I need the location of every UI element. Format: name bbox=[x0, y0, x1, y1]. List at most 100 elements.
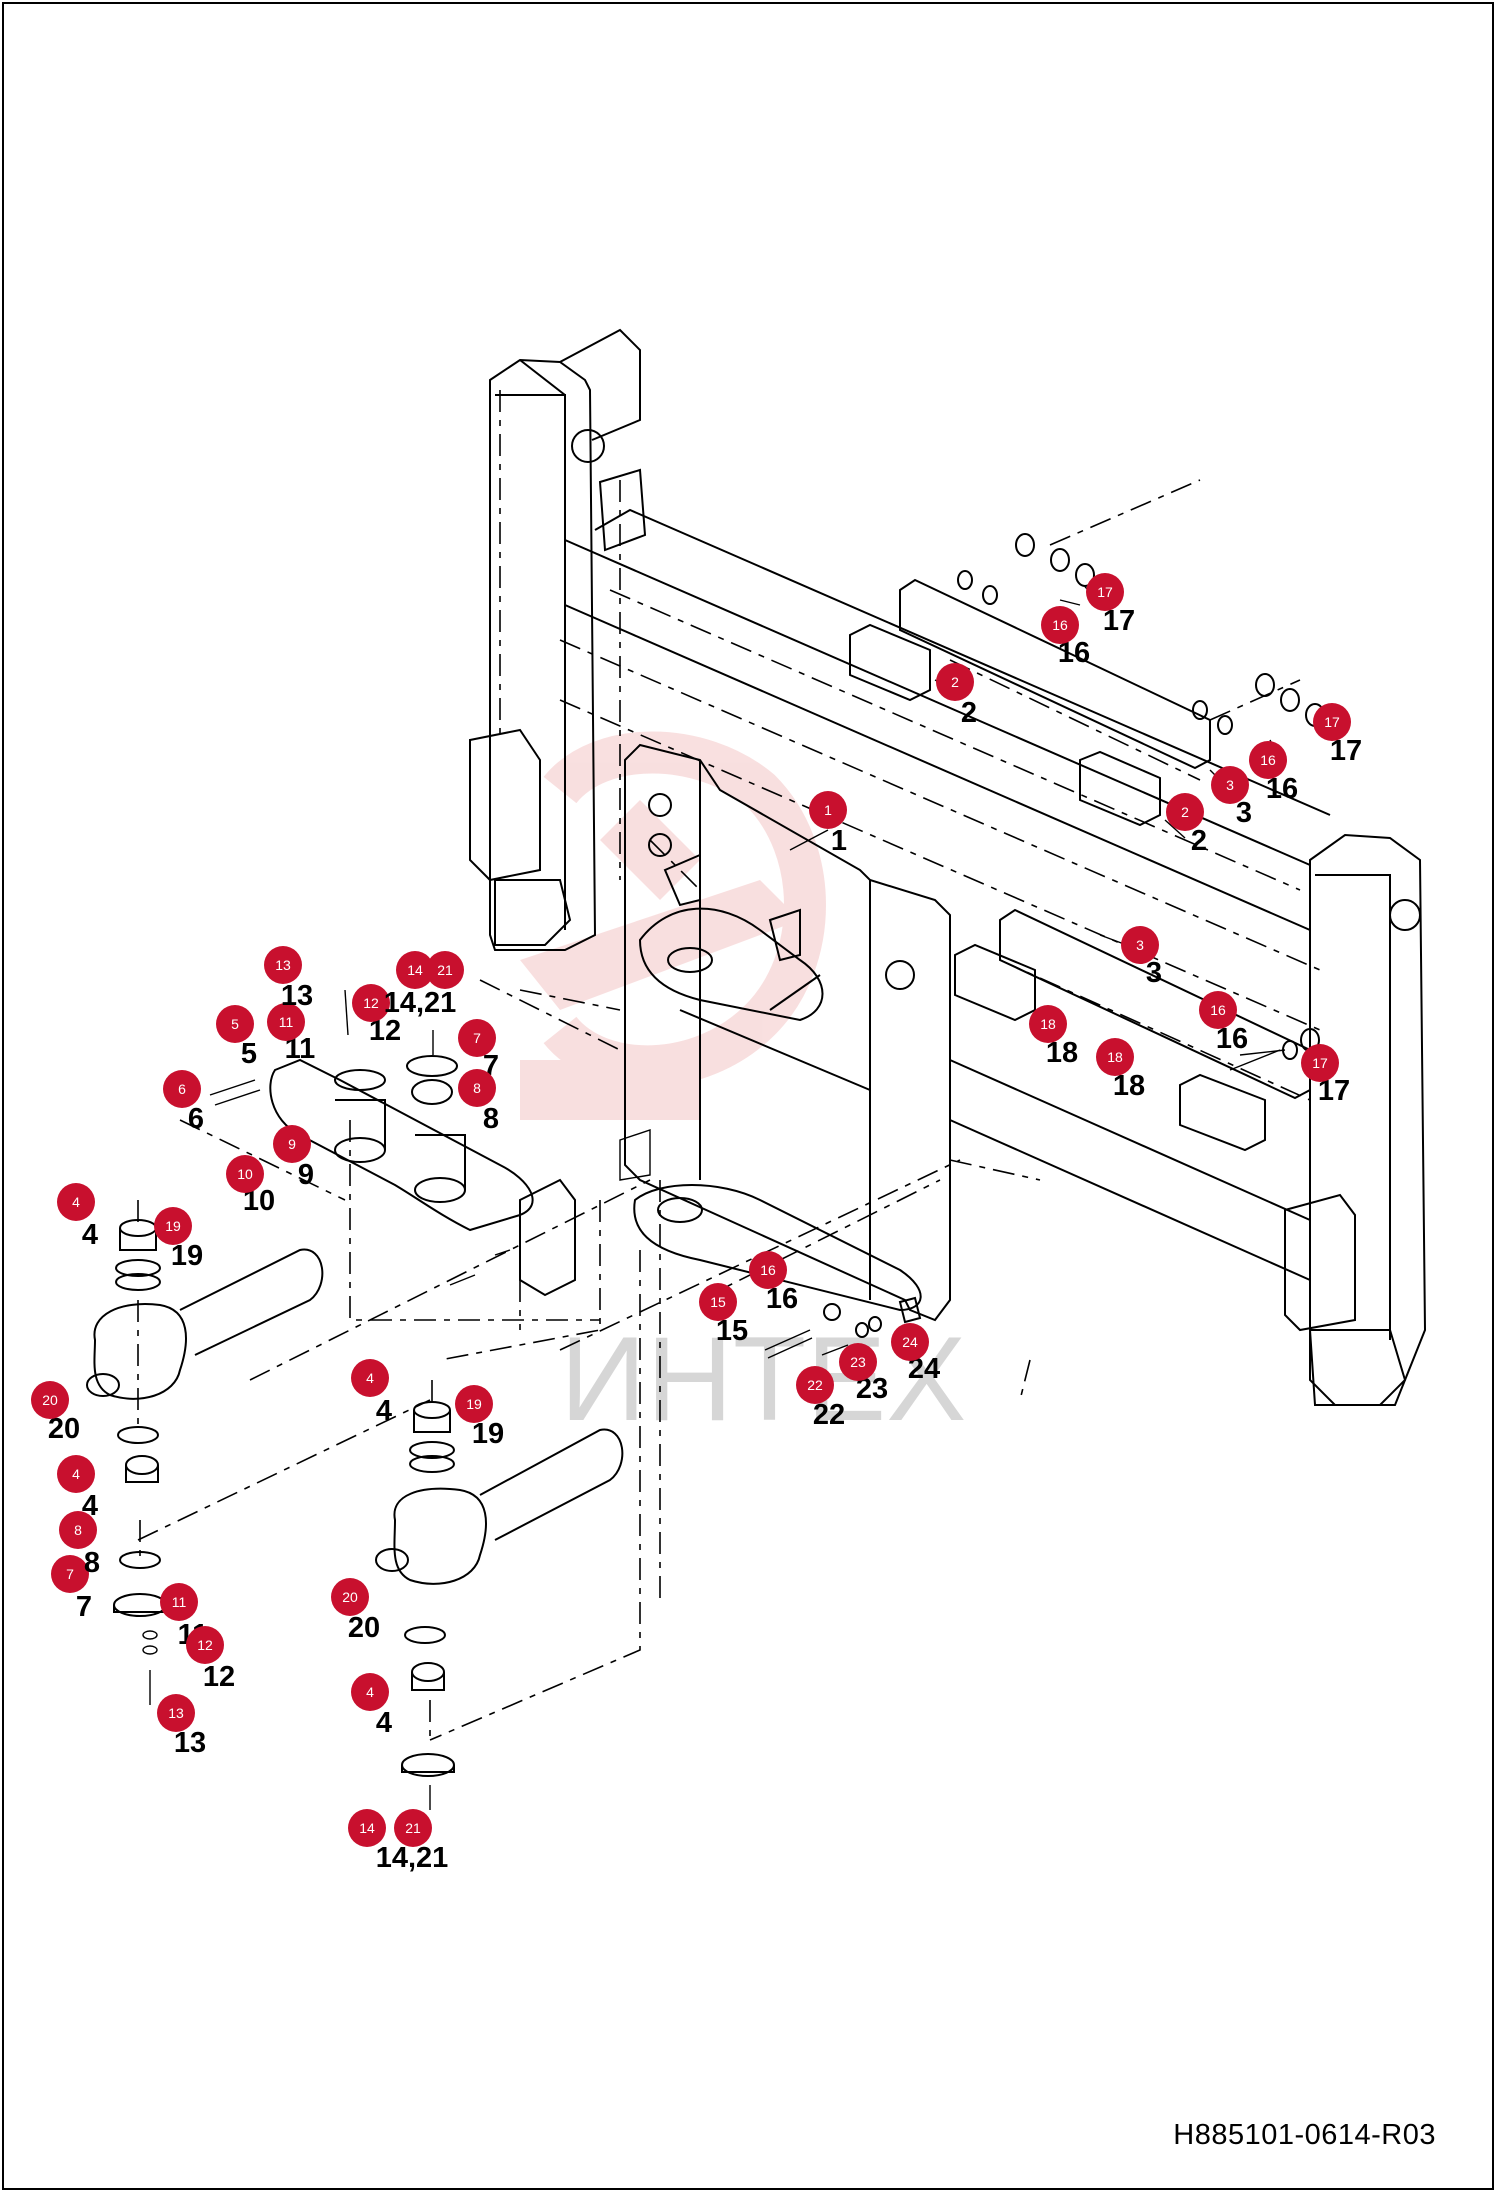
callout-badge-c16d-number: 16 bbox=[1210, 1002, 1226, 1018]
callout-badge-c15-number: 15 bbox=[710, 1294, 726, 1310]
callout-label-c13b: 13 bbox=[174, 1727, 206, 1759]
callout-badge-c4d-circle bbox=[351, 1673, 389, 1711]
callout-badge-c12b-number: 12 bbox=[197, 1637, 213, 1653]
callout-badge-c16a-circle bbox=[749, 1251, 787, 1289]
callout-badge2-c1421b-number: 21 bbox=[405, 1820, 421, 1836]
callout-badge-c20b-number: 20 bbox=[342, 1589, 358, 1605]
callout-badge-c3a-circle bbox=[1211, 766, 1249, 804]
callout-badge-c4b: 4 bbox=[351, 1359, 389, 1397]
right-mast-column bbox=[1284, 833, 1427, 1406]
callout-badge-c19b-circle bbox=[455, 1385, 493, 1423]
callout-badge-c13b-number: 13 bbox=[168, 1705, 184, 1721]
callout-badge-c2a: 2 bbox=[936, 663, 974, 701]
callout-badge-c13b-circle bbox=[157, 1694, 195, 1732]
callout-badge-c4a: 4 bbox=[57, 1183, 95, 1221]
callout-badge-c18a-circle bbox=[1029, 1005, 1067, 1043]
callout-label-c4a: 4 bbox=[82, 1219, 98, 1251]
callout-badge-c22: 22 bbox=[796, 1366, 834, 1404]
callout-label-c22: 22 bbox=[813, 1399, 845, 1431]
callout-label-c2b: 2 bbox=[1191, 825, 1207, 857]
callout-label-c8a: 8 bbox=[483, 1103, 499, 1135]
callout-badge-c15: 15 bbox=[699, 1283, 737, 1321]
callout-badge-c9-number: 9 bbox=[288, 1136, 296, 1152]
callout-badge-c6-circle bbox=[163, 1070, 201, 1108]
callout-badge-c18b-circle bbox=[1096, 1038, 1134, 1076]
callout-badge-c7b: 7 bbox=[51, 1555, 89, 1593]
callout-badge-c20b: 20 bbox=[331, 1578, 369, 1616]
callout-badge-c16c-number: 16 bbox=[1260, 752, 1276, 768]
callout-label-c1: 1 bbox=[831, 825, 847, 857]
callout-badge-c22-circle bbox=[796, 1366, 834, 1404]
callout-badge-c12a-circle bbox=[352, 984, 390, 1022]
callout-label-c3b: 3 bbox=[1146, 957, 1162, 989]
callout-badge2-c1421b: 21 bbox=[394, 1809, 432, 1847]
callout-badge-c1-number: 1 bbox=[824, 802, 832, 818]
callout-badge-c8a: 8 bbox=[458, 1069, 496, 1107]
callout-label-c19a: 19 bbox=[171, 1240, 203, 1272]
callout-badge-c10-circle bbox=[226, 1155, 264, 1193]
callout-badge-c16a: 16 bbox=[749, 1251, 787, 1289]
callout-badge-c20a-number: 20 bbox=[42, 1392, 58, 1408]
callout-badge-c2b-number: 2 bbox=[1181, 804, 1189, 820]
callout-badge-c1421a: 14 bbox=[396, 951, 434, 989]
callout-badge-c19b: 19 bbox=[455, 1385, 493, 1423]
callout-badge-c20b-circle bbox=[331, 1578, 369, 1616]
callout-badge-c1421b: 14 bbox=[348, 1809, 386, 1847]
callout-badge-c10-number: 10 bbox=[237, 1166, 253, 1182]
callout-badge-c4b-number: 4 bbox=[366, 1370, 374, 1386]
callout-badge-c13b: 13 bbox=[157, 1694, 195, 1732]
callout-label-c7b: 7 bbox=[76, 1591, 92, 1623]
callout-badge-c24: 24 bbox=[891, 1323, 929, 1361]
callout-badge-c11b-circle bbox=[160, 1583, 198, 1621]
callout-badge-c19b-number: 19 bbox=[466, 1396, 482, 1412]
hardware-bottom-center bbox=[764, 1296, 922, 1359]
callout-badge-c13a-circle bbox=[264, 946, 302, 984]
callout-label-c3a: 3 bbox=[1236, 797, 1252, 829]
right-pivot-hub bbox=[375, 1401, 624, 1810]
callout-badge-c19a-circle bbox=[154, 1207, 192, 1245]
callout-badge-c17c-circle bbox=[1301, 1044, 1339, 1082]
callout-badge-c16b-circle bbox=[1041, 606, 1079, 644]
callout-badge-c24-circle bbox=[891, 1323, 929, 1361]
callout-badge-c12b-circle bbox=[186, 1626, 224, 1664]
callout-badge-c8a-number: 8 bbox=[473, 1080, 481, 1096]
callout-badge-c11b-number: 11 bbox=[172, 1594, 187, 1610]
callout-badge-c16b-number: 16 bbox=[1052, 617, 1068, 633]
callout-badge-c16d: 16 bbox=[1199, 991, 1237, 1029]
callout-badge-c3a: 3 bbox=[1211, 766, 1249, 804]
callout-badge-c19a: 19 bbox=[154, 1207, 192, 1245]
callout-label-c8b: 8 bbox=[84, 1547, 100, 1579]
callout-badge-c7b-number: 7 bbox=[66, 1566, 74, 1582]
callout-badge-c12a-number: 12 bbox=[363, 995, 379, 1011]
callout-badge-c4a-number: 4 bbox=[72, 1194, 80, 1210]
callout-badge-c8b-number: 8 bbox=[74, 1522, 82, 1538]
callout-badge-c9-circle bbox=[273, 1125, 311, 1163]
callout-badge-c23: 23 bbox=[839, 1343, 877, 1381]
callout-badge-c12b: 12 bbox=[186, 1626, 224, 1664]
callout-badge-c17b: 17 bbox=[1313, 703, 1351, 741]
left-lower-cap bbox=[113, 1551, 167, 1705]
callout-label-c1421b: 14,21 bbox=[376, 1842, 449, 1874]
callout-badge-c23-number: 23 bbox=[850, 1354, 866, 1370]
callout-badge-c4c: 4 bbox=[57, 1455, 95, 1493]
callout-badge-c2a-circle bbox=[936, 663, 974, 701]
callout-badge-c7a: 7 bbox=[458, 1019, 496, 1057]
callout-badge-c10: 10 bbox=[226, 1155, 264, 1193]
watermark-logo bbox=[520, 731, 826, 1120]
callout-badge-c22-number: 22 bbox=[807, 1377, 823, 1393]
assembly-lines bbox=[137, 390, 1311, 1741]
callout-label-c2a: 2 bbox=[961, 697, 977, 729]
callout-badge-c17b-number: 17 bbox=[1324, 714, 1340, 730]
callout-badge-c2b-circle bbox=[1166, 793, 1204, 831]
lower-beam bbox=[559, 639, 1321, 1281]
callout-badge-c5-circle bbox=[216, 1005, 254, 1043]
callout-badge-c9: 9 bbox=[273, 1125, 311, 1163]
callout-badge2-c1421b-circle bbox=[394, 1809, 432, 1847]
callout-badge-c11a-circle bbox=[267, 1003, 305, 1041]
callout-label-c5: 5 bbox=[241, 1038, 257, 1070]
left-mast-column bbox=[469, 328, 647, 951]
callout-label-c4d: 4 bbox=[376, 1707, 392, 1739]
callout-label-c6: 6 bbox=[188, 1103, 204, 1135]
callout-badge-c1421b-number: 14 bbox=[359, 1820, 375, 1836]
callout-badge-c18b: 18 bbox=[1096, 1038, 1134, 1076]
